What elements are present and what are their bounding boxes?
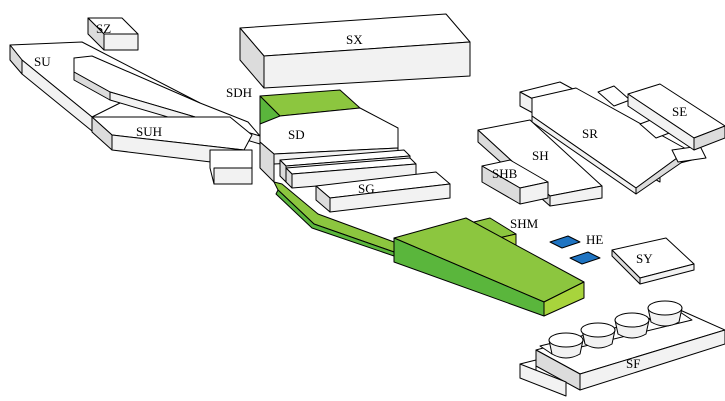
label-sx: SX [346,32,363,47]
label-shm: SHM [510,216,539,231]
label-sr: SR [582,126,598,141]
label-sg: SG [358,181,375,196]
block-sy[interactable]: SY [611,237,695,285]
block-shb[interactable]: SHB [481,159,549,205]
block-sg[interactable]: SG [315,171,451,213]
tank-3[interactable] [614,312,650,339]
block-shm[interactable]: SHM [393,216,585,317]
label-suh: SUH [136,124,162,139]
label-he: HE [586,232,603,247]
block-sr[interactable]: SR [519,81,707,195]
label-su: SU [34,54,51,69]
block-suh[interactable]: SUH [91,116,253,185]
block-sz[interactable]: SZ [87,17,139,51]
block-sx[interactable]: SX [239,13,471,89]
tank-1[interactable] [548,332,584,359]
label-sh: SH [532,148,549,163]
label-sz: SZ [96,21,111,36]
label-se: SE [672,104,687,119]
block-sdh[interactable]: SDH [226,85,361,125]
tank-4[interactable] [647,300,683,327]
tank-2[interactable] [580,322,616,349]
block-he[interactable]: HE [549,232,603,265]
block-se[interactable]: SE [627,83,725,151]
label-sf: SF [626,356,640,371]
label-shb: SHB [492,166,518,181]
label-sy: SY [636,251,653,266]
label-sdh: SDH [226,85,252,100]
label-sd: SD [288,127,305,142]
